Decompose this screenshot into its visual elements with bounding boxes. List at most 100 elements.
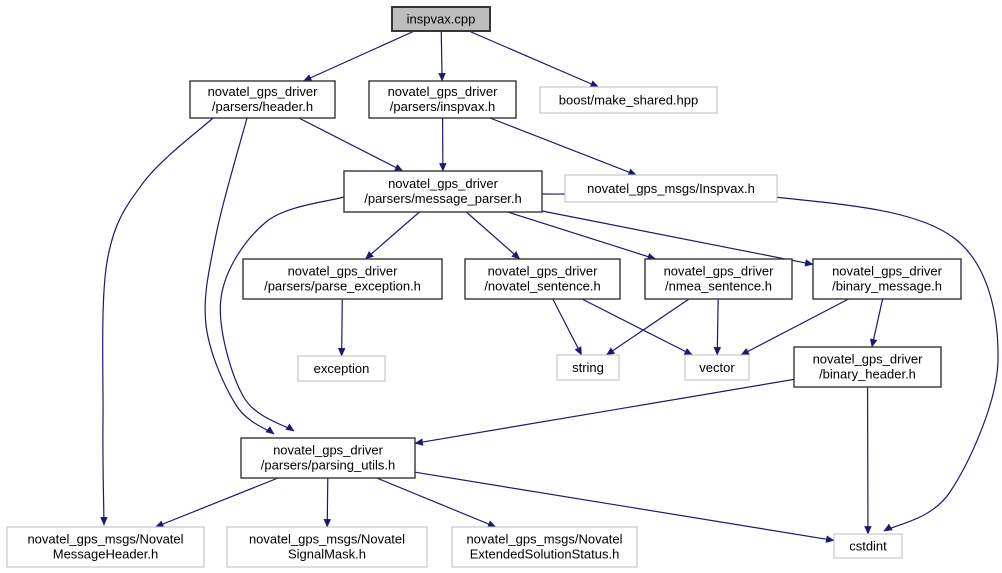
node-label-line: novatel_gps_msgs/Novatel: [466, 532, 622, 547]
node-label-line: novatel_gps_driver: [488, 264, 599, 279]
node-label-string: string: [572, 360, 604, 375]
edge-message_parser-to-novatel_sentence: [465, 211, 521, 260]
node-label-line: novatel_gps_driver: [388, 84, 499, 99]
node-label-line: /parsers/parse_exception.h: [264, 279, 421, 294]
node-label-parsers-inspvax: novatel_gps_driver/parsers/inspvax.h: [388, 84, 499, 114]
node-label-line: novatel_gps_driver: [388, 176, 499, 191]
edge-inspvax_cpp-to-boost_make_shared: [468, 30, 599, 88]
edge-parsing_utils-to-cstdint: [414, 471, 835, 543]
node-label-line: novatel_gps_driver: [208, 84, 319, 99]
edge-inspvax_cpp-to-parsers_header: [302, 30, 415, 82]
node-box-exception: [297, 355, 386, 382]
node-label-boost-make-shared: boost/make_shared.hpp: [559, 93, 698, 108]
node-label-nmea-sentence: novatel_gps_driver/nmea_sentence.h: [664, 264, 775, 294]
edge-message_parser-to-nmea_sentence: [507, 211, 657, 261]
edge-message_parser-to-parse_exception: [365, 211, 420, 260]
node-parsing-utils: novatel_gps_driver/parsers/parsing_utils…: [240, 437, 416, 479]
node-binary-message: novatel_gps_driver/binary_message.h: [812, 258, 962, 300]
node-parse-exception: novatel_gps_driver/parsers/parse_excepti…: [242, 258, 443, 300]
node-message-parser: novatel_gps_driver/parsers/message_parse…: [343, 170, 543, 213]
edge-parsing_utils-to-novatel_ext_solution_status: [376, 477, 497, 528]
edge-parsers_header-to-parsing_utils: [204, 117, 275, 435]
node-label-line: novatel_gps_driver: [813, 352, 924, 367]
node-box-parse-exception[interactable]: [242, 258, 443, 300]
node-nmea-sentence: novatel_gps_driver/nmea_sentence.h: [644, 258, 793, 300]
edge-message_parser-to-binary_message: [541, 210, 814, 267]
node-parsers-inspvax: novatel_gps_driver/parsers/inspvax.h: [368, 80, 517, 119]
node-label-line: novatel_gps_msgs/Inspvax.h: [587, 181, 755, 196]
node-box-binary-header[interactable]: [793, 346, 942, 388]
node-string: string: [556, 354, 620, 381]
node-label-line: /novatel_sentence.h: [484, 279, 600, 294]
node-label-parse-exception: novatel_gps_driver/parsers/parse_excepti…: [264, 264, 421, 294]
node-label-novatel-sentence: novatel_gps_driver/novatel_sentence.h: [484, 264, 600, 294]
node-inspvax-cpp: inspvax.cpp: [391, 6, 491, 32]
edge-parsers_inspvax-to-inspvax_msg: [489, 117, 637, 176]
node-inspvax-msg: novatel_gps_msgs/Inspvax.h: [564, 174, 778, 203]
node-box-message-parser[interactable]: [343, 170, 543, 213]
node-label-line: exception: [314, 361, 370, 376]
node-label-line: cstdint: [849, 539, 887, 554]
node-box-novatel-sentence[interactable]: [464, 258, 621, 300]
edge-novatel_sentence-to-string: [552, 298, 583, 356]
node-box-parsing-utils[interactable]: [240, 437, 416, 479]
node-label-line: SignalMask.h: [288, 547, 366, 562]
node-box-vector: [684, 354, 750, 381]
node-label-inspvax-cpp: inspvax.cpp: [407, 12, 476, 27]
node-label-line: /parsers/message_parser.h: [364, 191, 522, 206]
edge-binary_message-to-binary_header: [869, 298, 884, 348]
node-label-binary-header: novatel_gps_driver/binary_header.h: [813, 352, 924, 382]
node-label-line: novatel_gps_driver: [832, 264, 943, 279]
node-label-line: /parsers/header.h: [212, 99, 313, 114]
node-label-line: novatel_gps_msgs/Novatel: [249, 532, 405, 547]
node-label-binary-message: novatel_gps_driver/binary_message.h: [832, 264, 943, 294]
node-label-cstdint: cstdint: [849, 539, 887, 554]
node-label-line: /binary_header.h: [819, 367, 916, 382]
edge-inspvax_cpp-to-parsers_inspvax: [438, 30, 446, 82]
edge-novatel_sentence-to-vector: [581, 298, 693, 356]
edge-parsing_utils-to-novatel_message_header: [154, 477, 279, 528]
edge-binary_message-to-vector: [740, 298, 849, 356]
node-label-line: /parsers/parsing_utils.h: [261, 458, 395, 473]
node-box-inspvax-msg: [564, 174, 778, 203]
node-label-line: MessageHeader.h: [53, 547, 159, 562]
node-label-line: /binary_message.h: [832, 279, 942, 294]
node-label-line: novatel_gps_driver: [288, 264, 399, 279]
node-label-message-parser: novatel_gps_driver/parsers/message_parse…: [364, 176, 522, 206]
node-label-line: inspvax.cpp: [407, 12, 476, 27]
node-box-novatel-signal-mask: [226, 526, 428, 568]
node-box-parsers-inspvax[interactable]: [368, 80, 517, 119]
node-box-nmea-sentence[interactable]: [644, 258, 793, 300]
node-vector: vector: [684, 354, 750, 381]
edge-parse_exception-to-exception: [337, 298, 346, 357]
node-box-novatel-ext-solution-status: [451, 526, 638, 568]
node-layer: inspvax.cpp novatel_gps_driver/parsers/he…: [6, 6, 962, 568]
node-box-inspvax-cpp: [391, 6, 491, 32]
node-label-parsing-utils: novatel_gps_driver/parsers/parsing_utils…: [261, 443, 395, 473]
node-box-binary-message[interactable]: [812, 258, 962, 300]
node-cstdint: cstdint: [833, 533, 903, 559]
edge-layer: [100, 30, 999, 543]
node-box-boost-make-shared: [539, 86, 718, 114]
edge-parsers_header-to-novatel_message_header: [100, 117, 214, 526]
node-box-novatel-message-header: [6, 526, 205, 568]
node-label-line: novatel_gps_driver: [273, 443, 384, 458]
node-label-exception: exception: [314, 361, 370, 376]
node-exception: exception: [297, 355, 386, 382]
node-label-line: vector: [699, 360, 735, 375]
edge-parsing_utils-to-novatel_signal_mask: [323, 477, 332, 528]
node-label-inspvax-msg: novatel_gps_msgs/Inspvax.h: [587, 181, 755, 196]
node-boost-make-shared: boost/make_shared.hpp: [539, 86, 718, 114]
node-box-parsers-header[interactable]: [189, 80, 336, 119]
edge-nmea_sentence-to-vector: [713, 298, 722, 356]
node-label-line: ExtendedSolutionStatus.h: [470, 547, 620, 562]
node-label-line: novatel_gps_msgs/Novatel: [27, 532, 183, 547]
